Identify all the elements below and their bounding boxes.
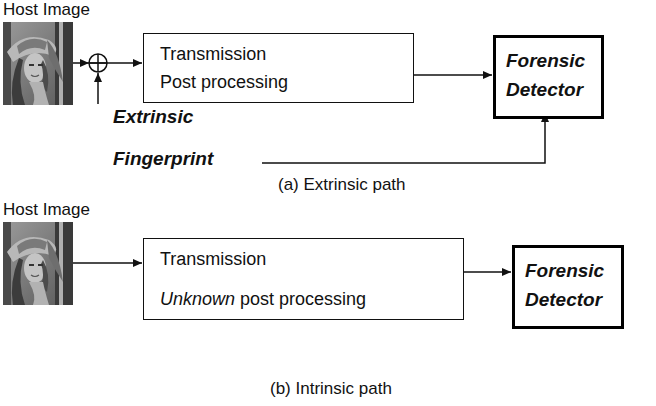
- process-box: TransmissionUnknown post processing: [143, 238, 464, 320]
- signal-label: Extrinsic Fingerprint: [113, 96, 225, 180]
- fingerprint-wire: [262, 113, 545, 163]
- flow-arrow: [414, 74, 492, 76]
- flow-arrow: [464, 271, 511, 273]
- host-image: [3, 22, 73, 105]
- host-image: [3, 222, 73, 305]
- flow-arrow: [73, 62, 142, 64]
- process-box: TransmissionPost processing: [143, 33, 414, 103]
- detector-box: Forensic Detector: [512, 245, 624, 329]
- node-text: Transmission: [160, 247, 447, 271]
- image-node: Host Image: [3, 200, 73, 305]
- node-text: Forensic Detector: [506, 46, 591, 104]
- fingerprint-arrow: [97, 73, 99, 104]
- node-text: Forensic Detector: [525, 256, 611, 314]
- caption-label: (a) Extrinsic path: [278, 174, 406, 195]
- detector-box: Forensic Detector: [493, 35, 604, 119]
- node-text: Transmission: [160, 42, 397, 66]
- node-text: Host Image: [3, 200, 90, 220]
- node-text: Host Image: [3, 0, 90, 20]
- image-node: Host Image: [3, 0, 73, 105]
- node-text: Post processing: [160, 70, 397, 94]
- caption-label: (b) Intrinsic path: [270, 378, 392, 399]
- node-text: Unknown post processing: [160, 287, 447, 311]
- flow-arrow: [73, 262, 142, 264]
